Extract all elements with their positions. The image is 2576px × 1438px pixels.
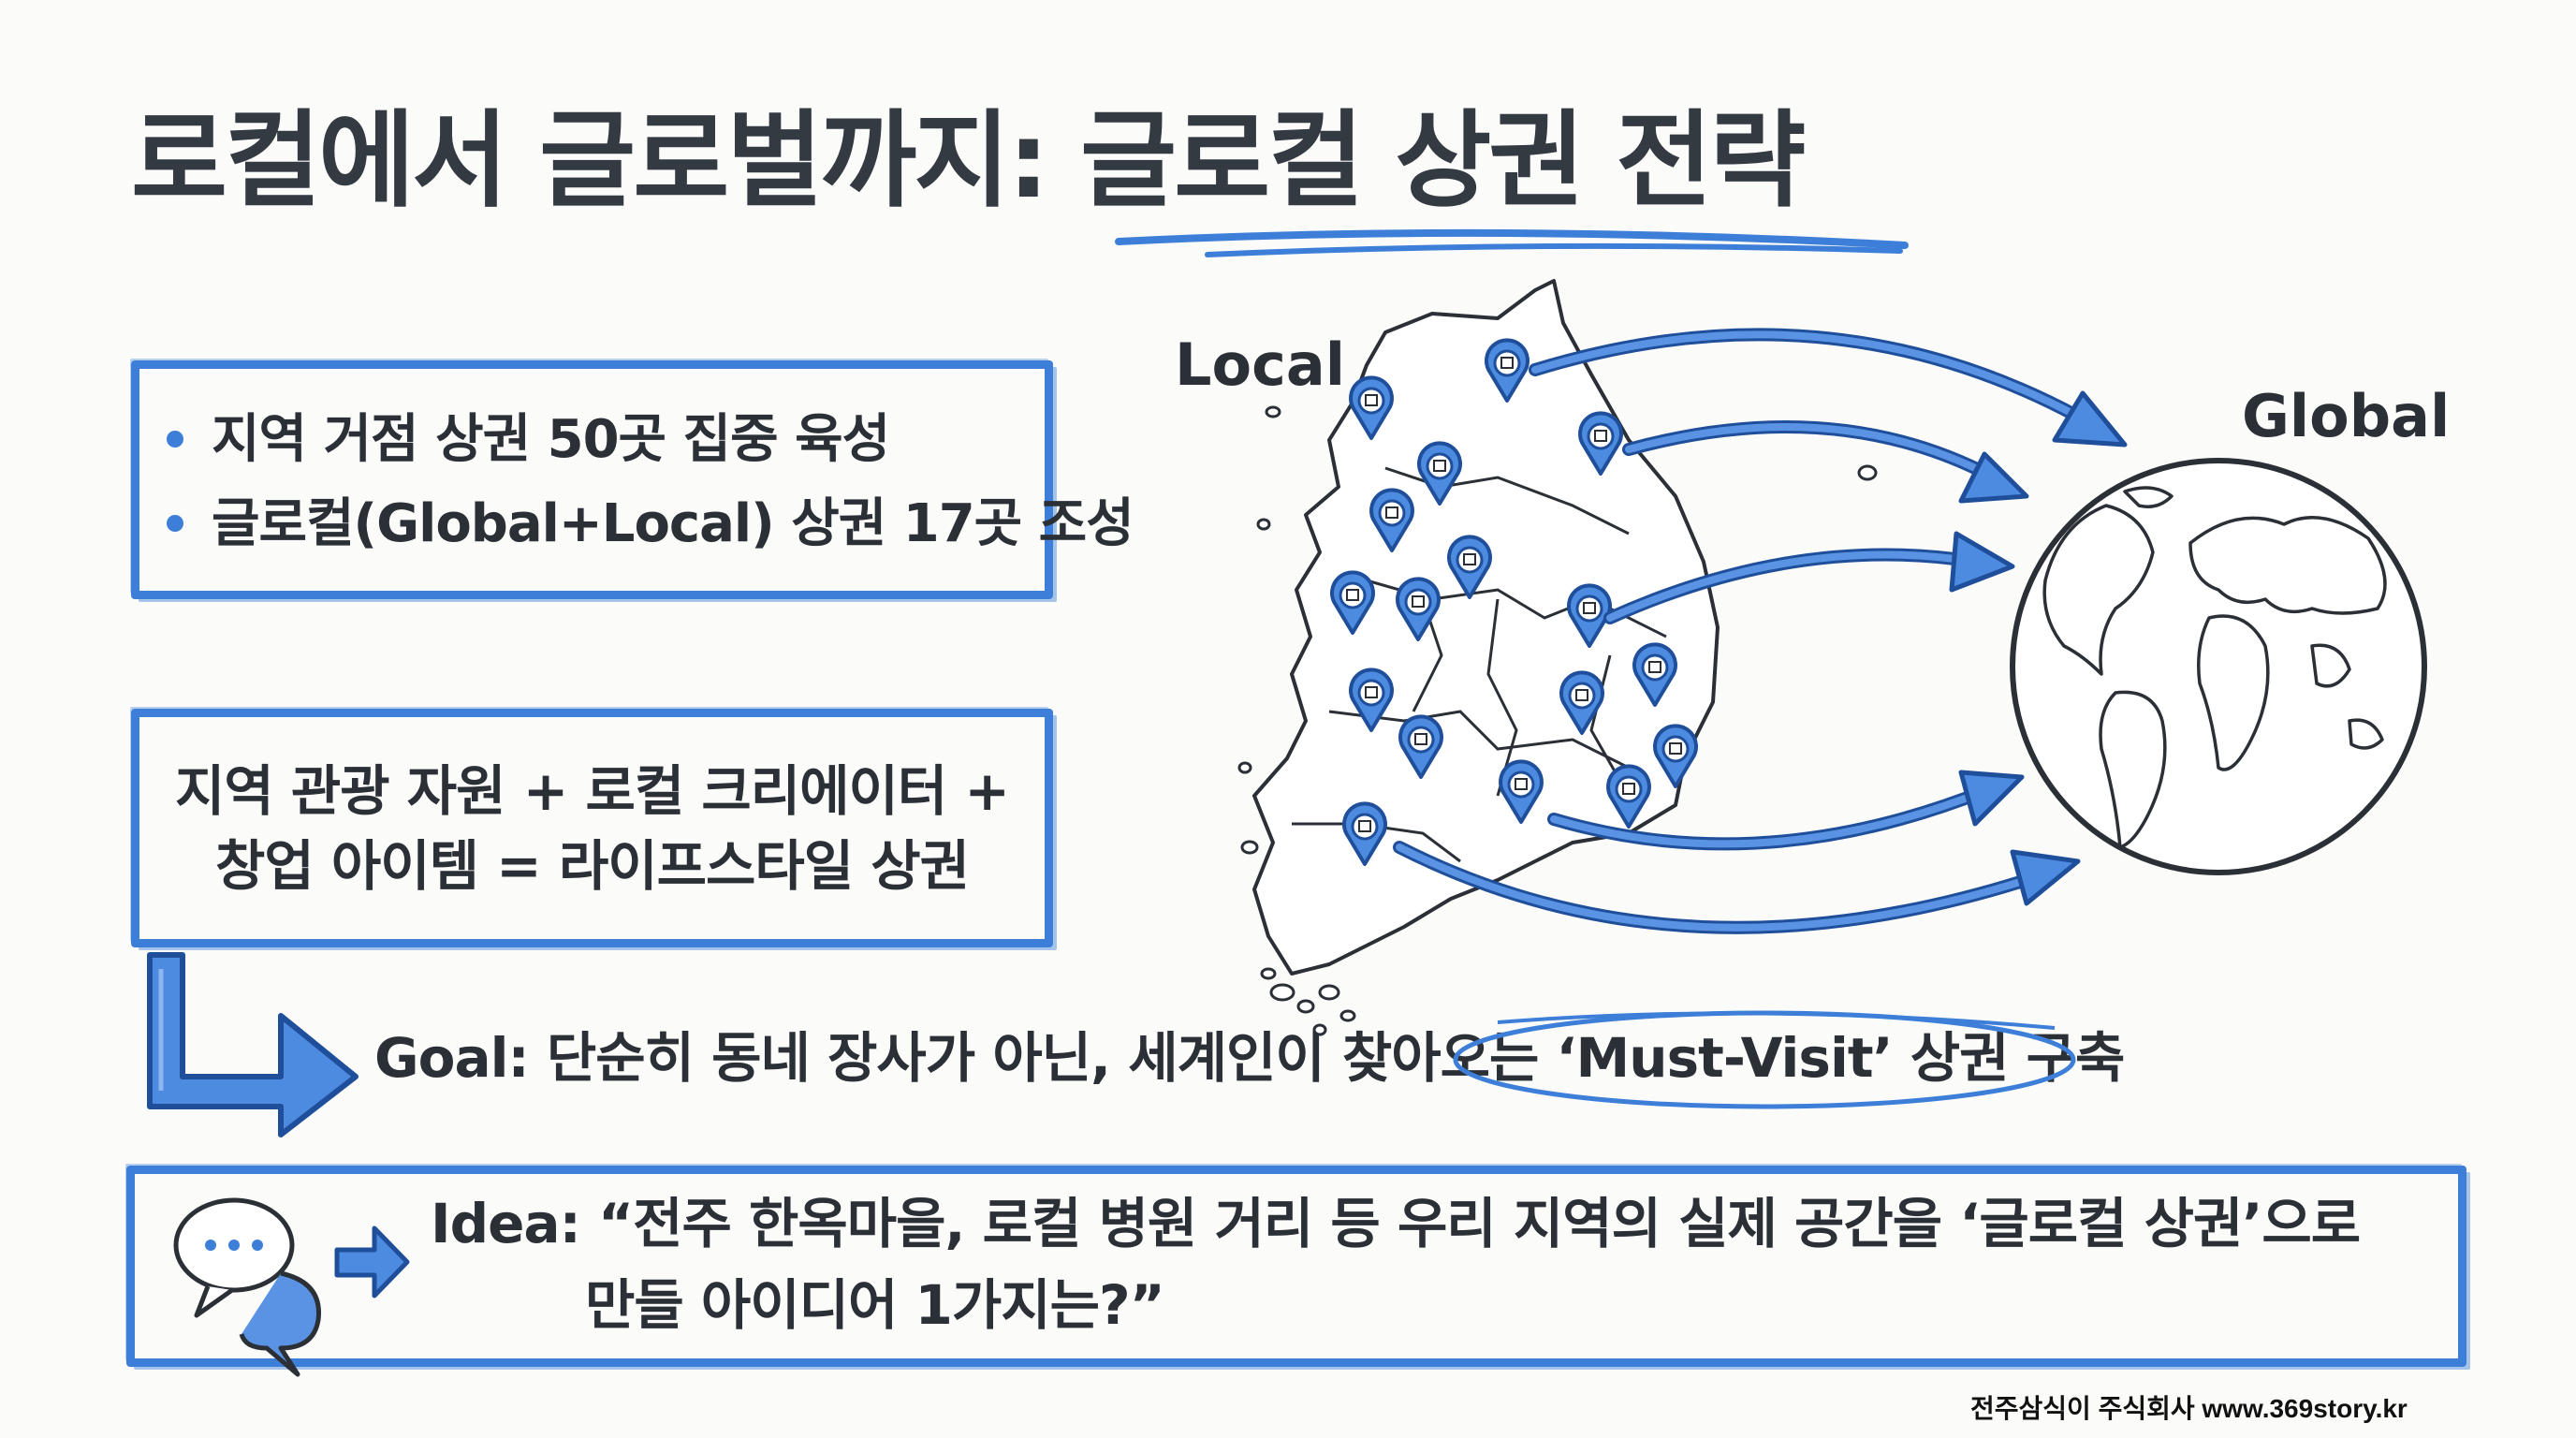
bullet-item: 글로컬(Global+Local) 상권 17곳 조성	[167, 487, 1134, 562]
local-label: Local	[1175, 330, 1345, 399]
equation-line-1: 지역 관광 자원 + 로컬 크리에이터 +	[174, 759, 1010, 823]
equation-box	[131, 709, 1053, 947]
page-title: 로컬에서 글로벌까지: 글로컬 상권 전략	[131, 100, 1806, 222]
footer-credit: 전주삼식이 주식회사 www.369story.kr	[1970, 1394, 2408, 1423]
bullet-item: 지역 거점 상권 50곳 집중 육성	[167, 403, 890, 477]
bullet-text: 지역 거점 상권 50곳 집중 육성	[212, 409, 890, 470]
idea-box	[126, 1166, 2466, 1367]
idea-line-2: 만들 아이디어 1가지는?”	[585, 1273, 1165, 1337]
bullet-dot	[167, 514, 183, 532]
idea-line-1: Idea: “전주 한옥마을, 로컬 병원 거리 등 우리 지역의 실제 공간을…	[431, 1192, 2361, 1255]
targets-box	[131, 360, 1053, 599]
global-label: Global	[2242, 382, 2451, 450]
equation-line-2: 창업 아이템 = 라이프스타일 상권	[214, 834, 970, 898]
goal-statement: Goal: 단순히 동네 장사가 아닌, 세계인이 찾아오는 ‘Must-Vis…	[374, 1026, 2125, 1090]
bullet-text: 글로컬(Global+Local) 상권 17곳 조성	[212, 493, 1134, 554]
bullet-dot	[167, 430, 183, 448]
